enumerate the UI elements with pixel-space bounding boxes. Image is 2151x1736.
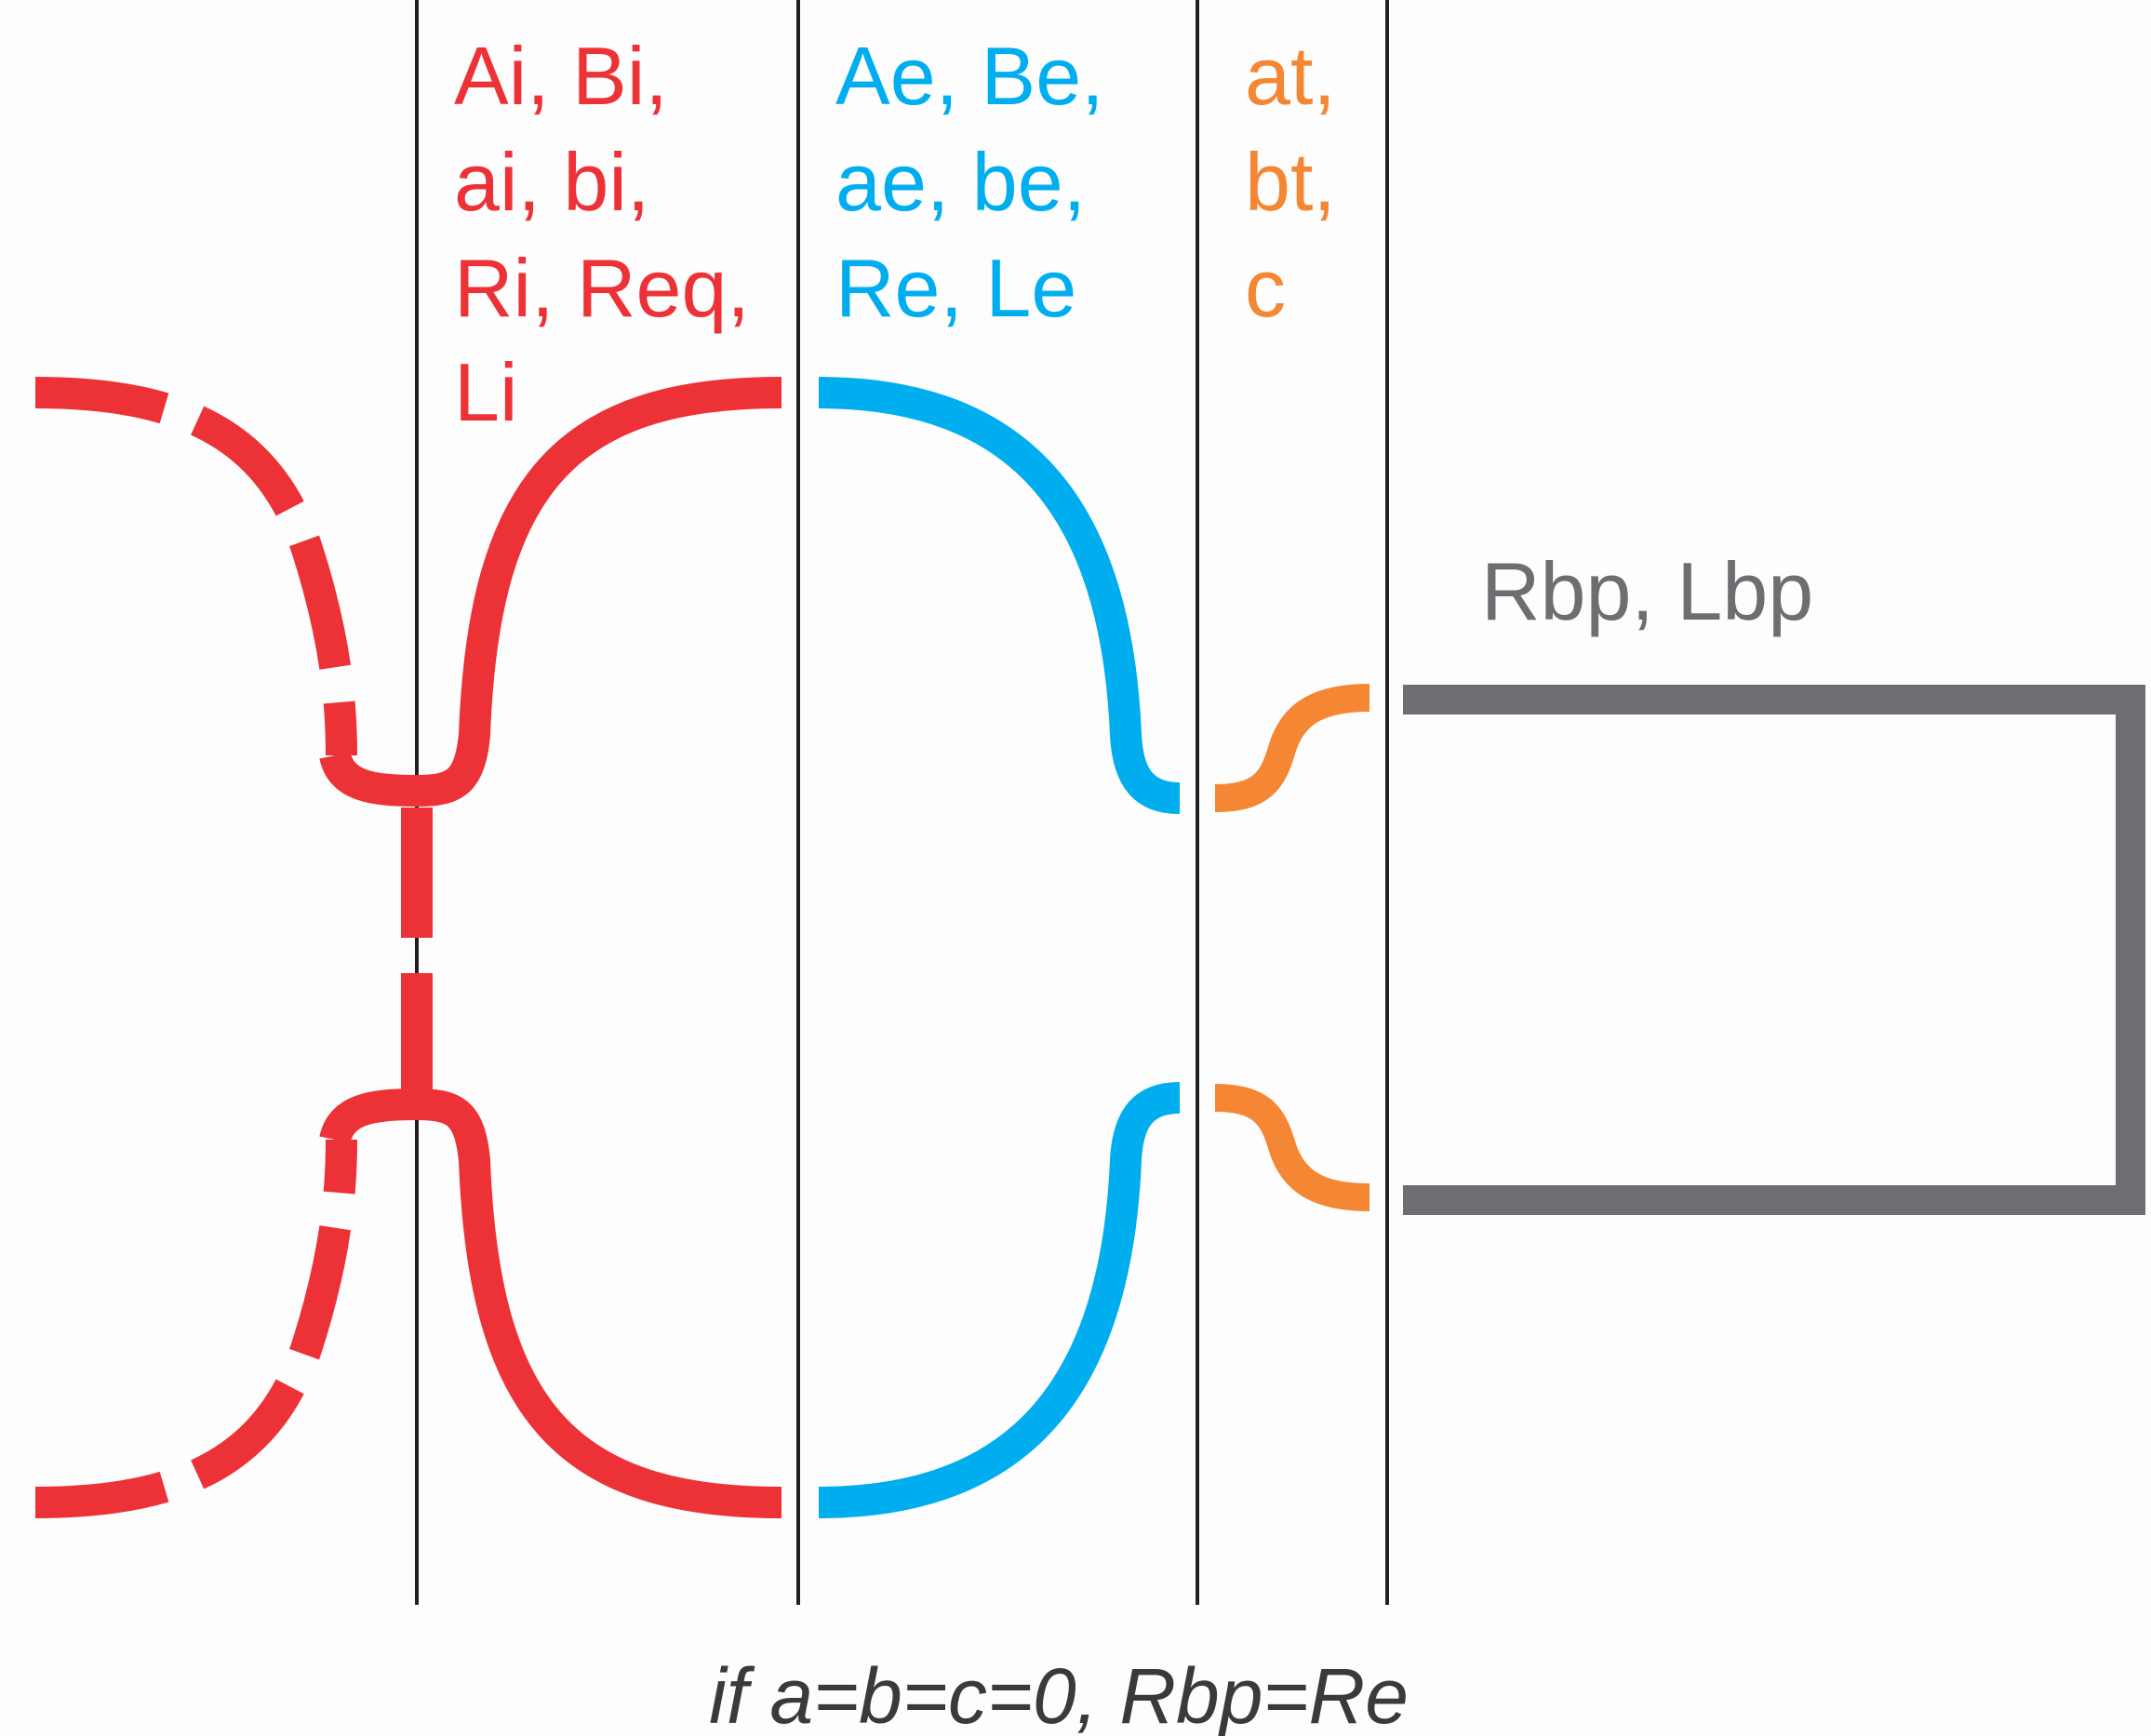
- external-labels: Ae, Be, ae, be, Re, Le: [835, 30, 1104, 334]
- transition-label-line-3: c: [1245, 242, 1286, 334]
- external-lower-curve: [818, 1082, 1181, 1518]
- internal-element: [319, 377, 782, 1518]
- dashed-upper-curve: [34, 377, 357, 756]
- transition-upper-curve: [1214, 684, 1370, 812]
- internal-label-line-4: Li: [454, 346, 518, 438]
- internal-label-line-3: Ri, Req,: [454, 242, 750, 334]
- bypass-label: Rbp, Lbp: [1481, 545, 1813, 637]
- external-label-line-3: Re, Le: [835, 242, 1076, 334]
- caption: if a=b=c=0, Rbp=Re: [709, 1652, 1409, 1736]
- internal-upper-curve: [319, 377, 782, 808]
- dashed-neighbor-curves: [34, 377, 433, 1518]
- bypass-loop: [1403, 685, 2145, 1215]
- internal-label-line-2: ai, bi,: [454, 136, 649, 228]
- internal-labels: Ai, Bi, ai, bi, Ri, Req, Li: [454, 30, 750, 438]
- transition-labels: at, bt, c: [1245, 30, 1336, 334]
- external-label-line-1: Ae, Be,: [835, 30, 1104, 122]
- external-upper-curve: [818, 377, 1181, 814]
- external-label-line-2: ae, be,: [835, 136, 1086, 228]
- transition-label-line-2: bt,: [1245, 136, 1336, 228]
- internal-label-line-1: Ai, Bi,: [454, 30, 668, 122]
- internal-lower-curve: [319, 1088, 782, 1518]
- external-element: [818, 377, 1181, 1518]
- transition-element: [1214, 684, 1370, 1211]
- transition-lower-curve: [1214, 1084, 1370, 1211]
- transition-label-line-1: at,: [1245, 30, 1336, 122]
- dashed-lower-curve: [34, 1139, 357, 1518]
